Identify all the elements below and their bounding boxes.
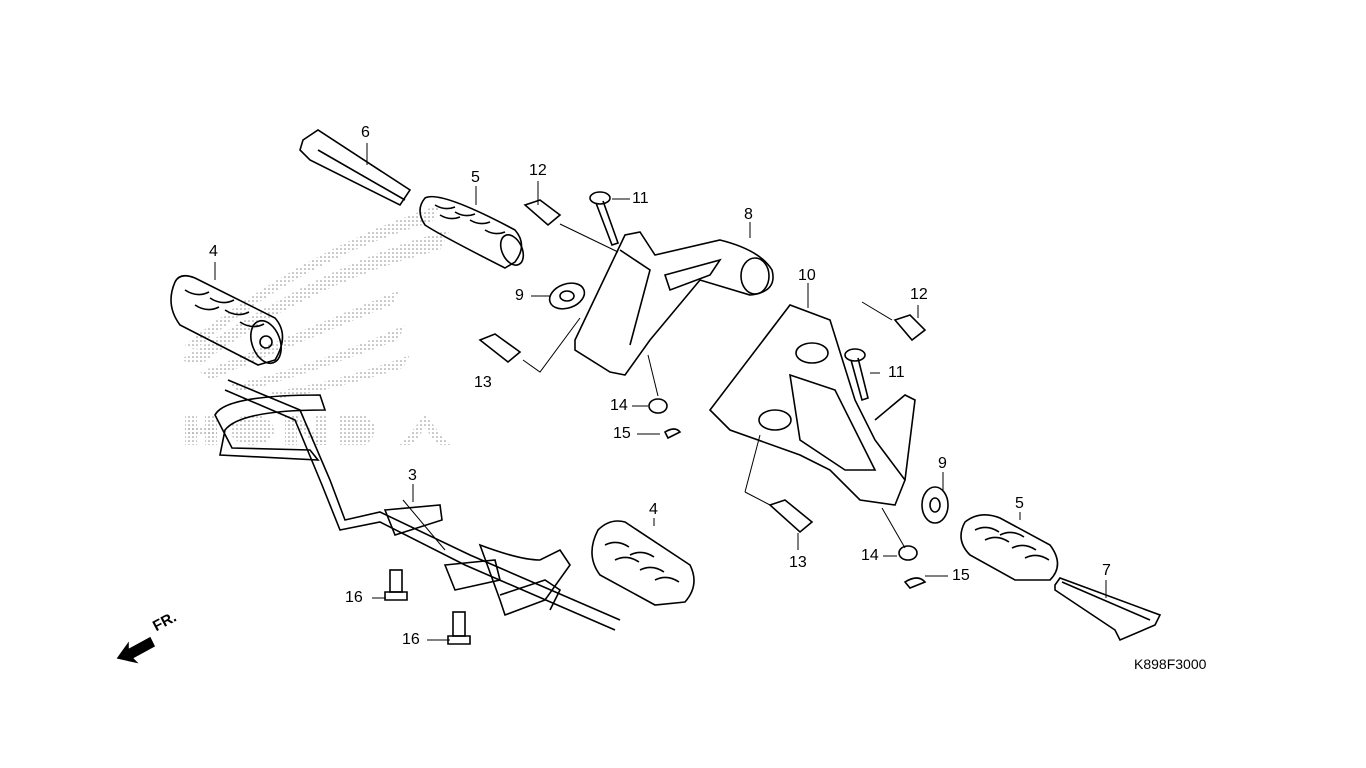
washers-9 — [548, 282, 949, 524]
part-label-12: 12 — [529, 162, 547, 179]
front-arrow-icon — [116, 636, 156, 664]
honda-watermark — [180, 205, 450, 445]
footpeg-rubber-right — [591, 520, 695, 606]
collars-and-clips — [648, 398, 927, 589]
part-label-16: 16 — [345, 589, 363, 606]
drawing-code: K898F3000 — [1134, 656, 1207, 672]
part-label-4: 4 — [209, 243, 218, 260]
pins-11 — [589, 191, 869, 402]
footpeg-rubber-upper — [419, 195, 525, 269]
step-pin — [1054, 577, 1162, 642]
bar-assembly — [214, 379, 621, 631]
part-label-13: 13 — [789, 554, 807, 571]
footpeg-rubber-left — [170, 274, 284, 366]
footpeg-rubber-lower — [960, 514, 1059, 581]
bolts-12-13 — [478, 199, 927, 534]
part-label-11: 11 — [632, 190, 649, 207]
part-label-14: 14 — [610, 397, 628, 414]
part-label-9: 9 — [938, 455, 947, 472]
part-label-16: 16 — [402, 631, 420, 648]
part-label-8: 8 — [744, 206, 753, 223]
part-label-13: 13 — [474, 374, 492, 391]
part-label-7: 7 — [1102, 562, 1111, 579]
part-label-14: 14 — [861, 547, 879, 564]
pivot-pin — [299, 129, 412, 207]
part-label-3: 3 — [408, 467, 417, 484]
part-label-15: 15 — [613, 425, 631, 442]
part-label-11: 11 — [888, 364, 905, 381]
part-label-15: 15 — [952, 567, 970, 584]
bolts-16 — [384, 569, 471, 645]
right-footpeg-bracket — [708, 304, 916, 506]
part-lines — [116, 129, 1162, 664]
part-label-12: 12 — [910, 286, 928, 303]
leader-lines — [214, 143, 1107, 641]
part-label-4: 4 — [649, 501, 658, 518]
part-label-10: 10 — [798, 267, 816, 284]
part-label-9: 9 — [515, 287, 524, 304]
part-label-5: 5 — [471, 169, 480, 186]
left-footpeg-bracket — [574, 231, 774, 376]
part-label-5: 5 — [1015, 495, 1024, 512]
part-label-6: 6 — [361, 124, 370, 141]
